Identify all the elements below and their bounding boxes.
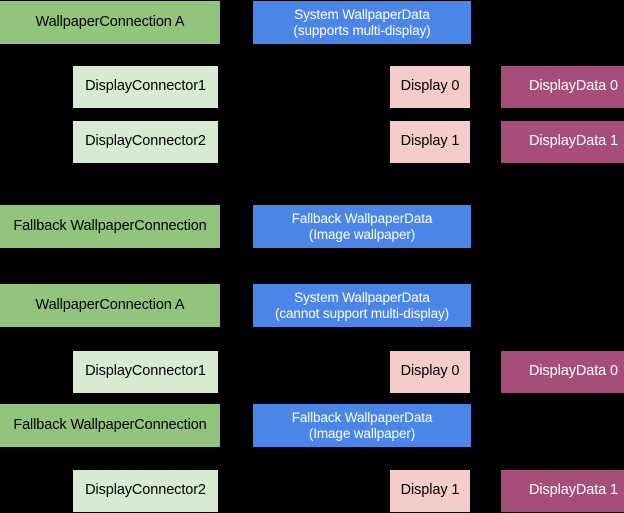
node-display-connector1-bottom: DisplayConnector1 (73, 351, 218, 393)
node-wallpaper-connection-a-top: WallpaperConnection A (0, 1, 220, 44)
node-display0-top: Display 0 (390, 66, 470, 108)
node-label: Fallback WallpaperConnection (13, 416, 207, 433)
node-label: WallpaperConnection A (35, 296, 185, 313)
node-displaydata0-bottom: DisplayData 0 (501, 351, 624, 393)
node-label: Fallback WallpaperData (Image wallpaper) (291, 210, 433, 242)
node-label: Display 1 (400, 133, 460, 150)
node-label: DisplayData 1 (529, 482, 618, 499)
node-display0-bottom: Display 0 (390, 351, 470, 393)
node-display1-top: Display 1 (390, 121, 470, 163)
node-system-wallpaperdata-supports: System WallpaperData (supports multi-dis… (253, 1, 471, 44)
node-fallback-wallpaperdata-top: Fallback WallpaperData (Image wallpaper) (253, 205, 471, 248)
node-label: Display 1 (400, 482, 460, 499)
node-label: Display 0 (400, 363, 460, 380)
node-fallback-wallpaper-connection-top: Fallback WallpaperConnection (0, 205, 220, 248)
node-label: DisplayConnector1 (85, 78, 206, 95)
node-label: Fallback WallpaperData (Image wallpaper) (291, 409, 433, 441)
node-label: DisplayConnector2 (85, 133, 206, 150)
node-fallback-wallpaperdata-bottom: Fallback WallpaperData (Image wallpaper) (253, 404, 471, 447)
node-label: DisplayData 0 (529, 363, 618, 380)
node-display1-bottom: Display 1 (390, 470, 470, 512)
node-label: Fallback WallpaperConnection (13, 217, 207, 234)
node-label: System WallpaperData (supports multi-dis… (293, 6, 431, 38)
node-label: DisplayConnector1 (85, 363, 206, 380)
node-displaydata0-top: DisplayData 0 (501, 66, 624, 108)
node-display-connector2-top: DisplayConnector2 (73, 121, 218, 163)
node-displaydata1-bottom: DisplayData 1 (501, 470, 624, 512)
node-display-connector2-bottom: DisplayConnector2 (73, 470, 218, 512)
node-label: System WallpaperData (cannot support mul… (274, 289, 450, 321)
node-system-wallpaperdata-cannot: System WallpaperData (cannot support mul… (253, 284, 471, 327)
node-label: DisplayData 1 (529, 133, 618, 150)
node-label: WallpaperConnection A (35, 13, 185, 30)
node-label: DisplayConnector2 (85, 482, 206, 499)
node-display-connector1-top: DisplayConnector1 (73, 66, 218, 108)
node-fallback-wallpaper-connection-bottom: Fallback WallpaperConnection (0, 404, 220, 447)
node-label: DisplayData 0 (529, 78, 618, 95)
node-label: Display 0 (400, 78, 460, 95)
node-displaydata1-top: DisplayData 1 (501, 121, 624, 163)
node-wallpaper-connection-a-bottom: WallpaperConnection A (0, 284, 220, 327)
